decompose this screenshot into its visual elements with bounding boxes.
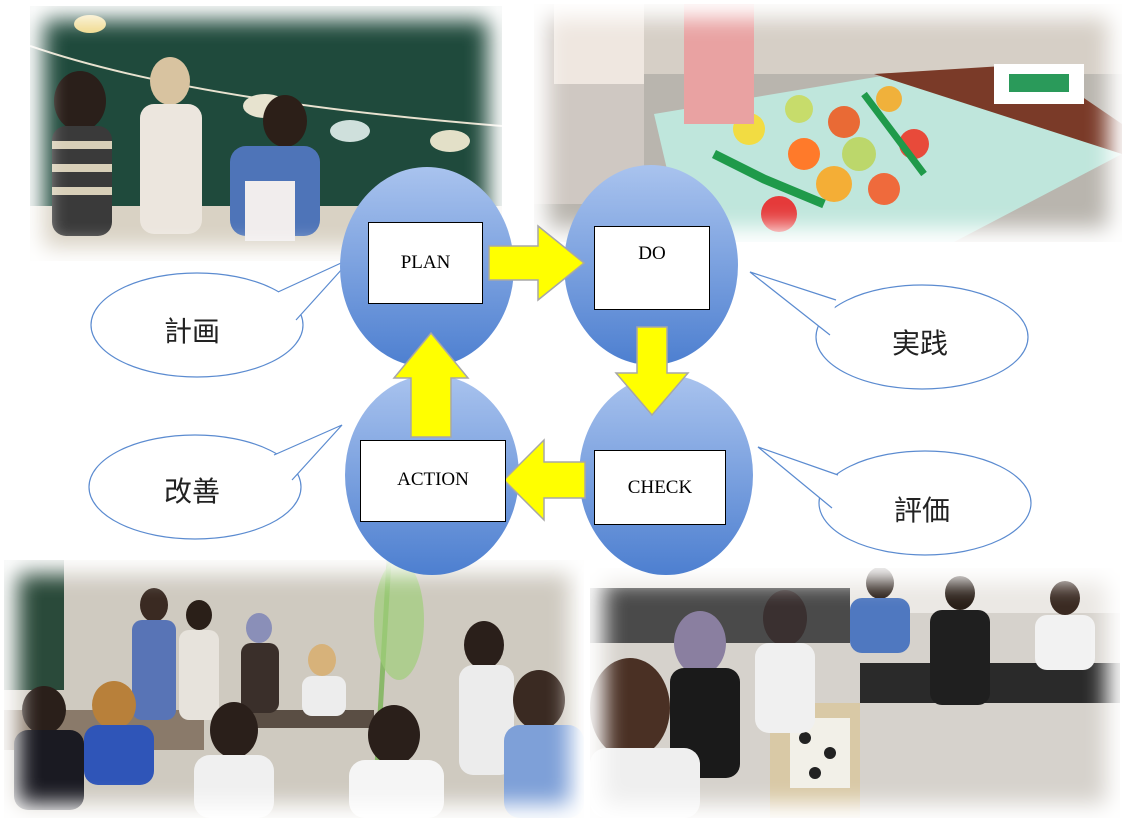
- stage-label-plan: PLAN: [400, 252, 451, 273]
- photo-tanabata-presentation: [4, 560, 584, 818]
- bubble-text-do: 実践: [892, 327, 949, 360]
- stage-box-plan: PLAN: [368, 222, 483, 304]
- callout-bubble-action: [88, 424, 343, 540]
- stage-label-do: DO: [638, 243, 666, 264]
- stage-label-action: ACTION: [397, 469, 469, 490]
- arrow-check-to-action: [502, 438, 586, 522]
- callout-bubble-check: [757, 446, 1032, 556]
- photo-cutting-craft: [590, 568, 1120, 818]
- arrow-do-to-check: [614, 326, 690, 417]
- stage-box-action: ACTION: [360, 440, 506, 522]
- callout-bubble-do: [749, 271, 1029, 390]
- stage-label-check: CHECK: [627, 476, 693, 498]
- arrow-action-to-plan: [392, 331, 470, 438]
- stage-box-check: CHECK: [594, 450, 726, 525]
- bubble-text-plan: 計画: [164, 315, 221, 348]
- callout-bubble-plan: [90, 257, 353, 378]
- bubble-text-check: 評価: [894, 494, 951, 527]
- arrow-plan-to-do: [488, 224, 586, 302]
- bubble-text-action: 改善: [164, 475, 221, 508]
- stage-box-do: DO: [594, 226, 710, 310]
